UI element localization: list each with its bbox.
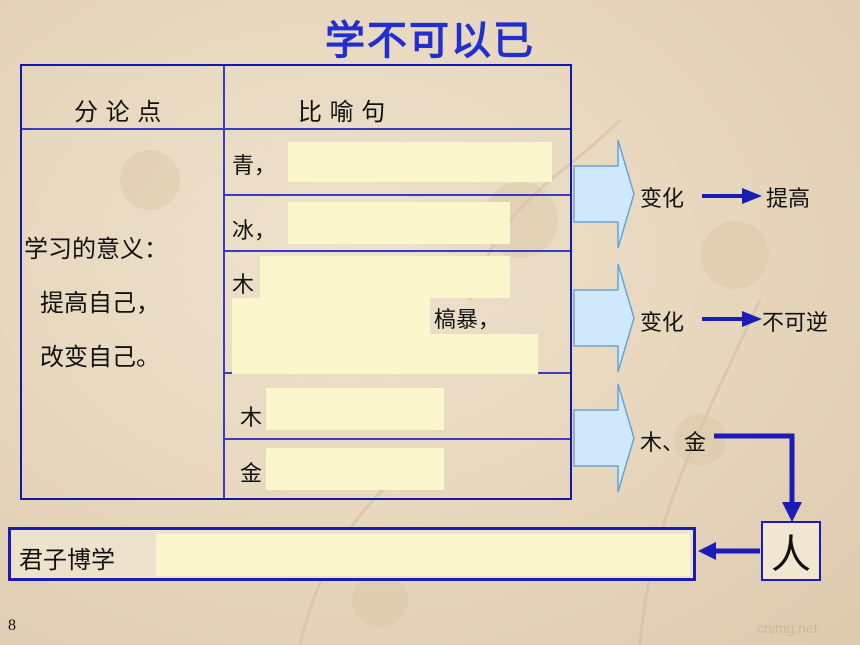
right-arrow-icon (702, 311, 762, 327)
junzi-boxue-blank (156, 534, 690, 576)
row-qing-label: 青， (232, 154, 277, 179)
table-row-divider (225, 194, 570, 196)
row-bing-blank (288, 202, 510, 244)
header-metaphor: 比 喻 句 (298, 98, 386, 126)
person-box: 人 (761, 521, 821, 581)
chevron-arrow-3 (573, 383, 635, 493)
meaning-line-2: 提高自己， (40, 289, 160, 317)
table-row-divider (225, 250, 570, 252)
page-number: 8 (8, 617, 16, 634)
header-sub-argument: 分 论 点 (74, 98, 162, 126)
chevron-arrow-1 (573, 139, 635, 249)
slide-title: 学不可以已 (325, 18, 535, 64)
row-mu-blank-3 (232, 334, 538, 374)
row-mu-blank-2 (232, 298, 430, 334)
row-jin-label: 金 (240, 462, 263, 487)
arrow1-to-label: 提高 (766, 187, 811, 212)
row-mu-blank-1 (260, 256, 510, 298)
junzi-boxue-box: 君子博学 (8, 527, 696, 581)
table-column-divider (223, 66, 225, 498)
table-header-divider (22, 128, 570, 130)
watermark: cnimg.net (757, 620, 818, 636)
row-jin-blank (266, 448, 444, 490)
connector-arrow-down-icon (714, 433, 802, 522)
arrow1-from-label: 变化 (640, 187, 685, 212)
left-arrow-icon (698, 542, 760, 560)
arrow2-to-label: 不可逆 (762, 311, 829, 336)
junzi-boxue-label: 君子博学 (19, 546, 115, 574)
meaning-line-3: 改变自己。 (40, 343, 160, 371)
arrow3-label: 木、金 (640, 431, 707, 456)
row-mu2-blank (266, 388, 444, 430)
row-qing-blank (288, 142, 552, 182)
row-bing-label: 冰， (232, 219, 277, 244)
row-mu-gaobao: 槁暴， (434, 308, 501, 333)
comparison-table: 分 论 点 比 喻 句 学习的意义： 提高自己， 改变自己。 青， 冰， 木 槁… (20, 64, 572, 500)
right-arrow-icon (702, 188, 762, 204)
row-mu-label: 木 (232, 273, 255, 298)
table-row-divider (225, 438, 570, 440)
arrow2-from-label: 变化 (640, 311, 685, 336)
row-mu2-label: 木 (240, 406, 263, 431)
chevron-arrow-2 (573, 263, 635, 373)
meaning-line-1: 学习的意义： (24, 235, 168, 263)
